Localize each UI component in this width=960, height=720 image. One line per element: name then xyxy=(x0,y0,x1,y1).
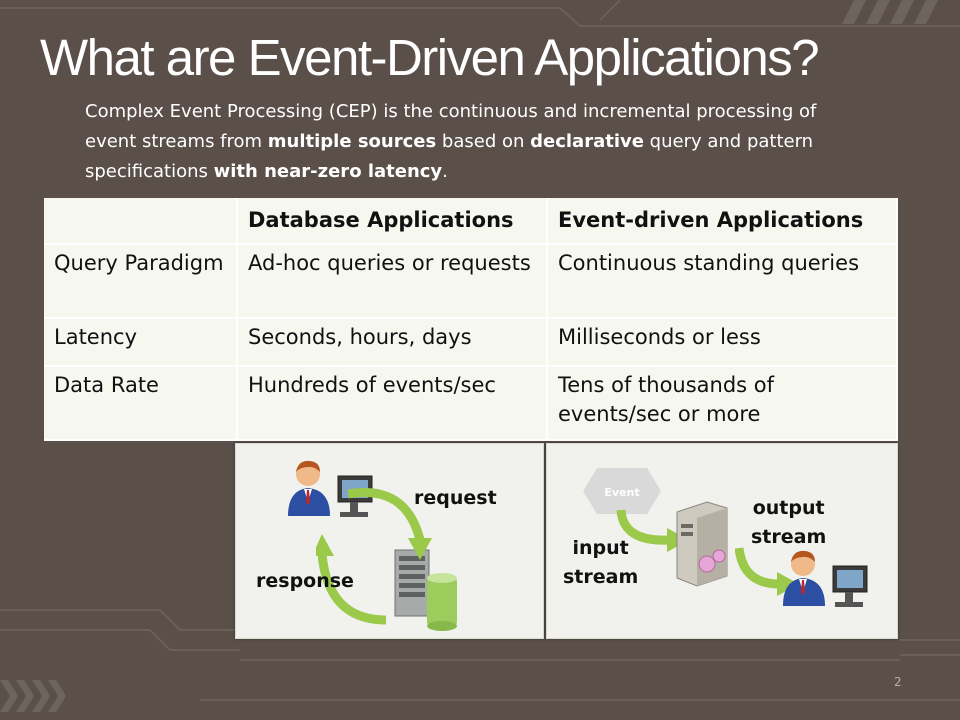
input-stream-label: input stream xyxy=(563,534,638,592)
table-header-database: Database Applications xyxy=(237,198,548,245)
response-label: response xyxy=(256,570,354,592)
page-number: 2 xyxy=(894,675,902,689)
input-stream-label-line1: input xyxy=(572,537,629,559)
table-cell: Tens of thousands of events/sec or more xyxy=(547,366,898,441)
output-stream-arrow xyxy=(735,547,799,596)
output-stream-label-line2: stream xyxy=(751,526,827,548)
comparison-table: Database Applications Event-driven Appli… xyxy=(44,198,898,441)
database-diagram-panel: request response xyxy=(235,443,544,639)
table-row: Latency Seconds, hours, days Millisecond… xyxy=(44,318,898,367)
table-header-event-driven: Event-driven Applications xyxy=(547,198,898,245)
table-header-row: Database Applications Event-driven Appli… xyxy=(44,198,898,245)
intro-bold-multiple-sources: multiple sources xyxy=(267,131,437,152)
table-row: Query Paradigm Ad-hoc queries or request… xyxy=(44,244,898,319)
database-server-icon xyxy=(394,549,457,631)
input-stream-label-line2: stream xyxy=(563,566,639,588)
table-cell-row-label: Query Paradigm xyxy=(44,244,238,319)
request-response-cycle-arrows xyxy=(316,488,432,625)
table-cell: Seconds, hours, days xyxy=(237,318,548,367)
table-cell-row-label: Data Rate xyxy=(44,366,238,441)
table-cell: Continuous standing queries xyxy=(547,244,898,319)
table-cell-row-label: Latency xyxy=(44,318,238,367)
intro-text-3: query and pattern specifications xyxy=(85,131,814,182)
intro-text-1: Complex Event Processing (CEP) is the co… xyxy=(85,101,817,152)
table-cell: Hundreds of events/sec xyxy=(237,366,548,441)
intro-bold-near-zero-latency: with near-zero latency xyxy=(213,161,443,182)
table-cell: Milliseconds or less xyxy=(547,318,898,367)
request-label: request xyxy=(414,487,497,509)
table-header-cell-empty xyxy=(44,198,238,245)
slide-title: What are Event-Driven Applications? xyxy=(40,29,820,86)
table-cell: Ad-hoc queries or requests xyxy=(237,244,548,319)
output-user-computer-icon xyxy=(783,550,868,607)
intro-paragraph: Complex Event Processing (CEP) is the co… xyxy=(85,97,845,187)
event-gear-icon: Event xyxy=(583,468,661,514)
intro-text-4: . xyxy=(442,161,448,182)
intro-bold-declarative: declarative xyxy=(530,131,644,152)
output-stream-label-line1: output xyxy=(752,497,825,519)
event-driven-diagram-panel: Event input stream output stream xyxy=(546,443,898,639)
decorative-chevrons-icon xyxy=(0,680,66,712)
event-server-icon xyxy=(676,501,728,587)
intro-text-2: based on xyxy=(436,131,531,152)
table-row: Data Rate Hundreds of events/sec Tens of… xyxy=(44,366,898,441)
event-gear-label: Event xyxy=(604,486,639,499)
output-stream-label: output stream xyxy=(751,494,826,552)
